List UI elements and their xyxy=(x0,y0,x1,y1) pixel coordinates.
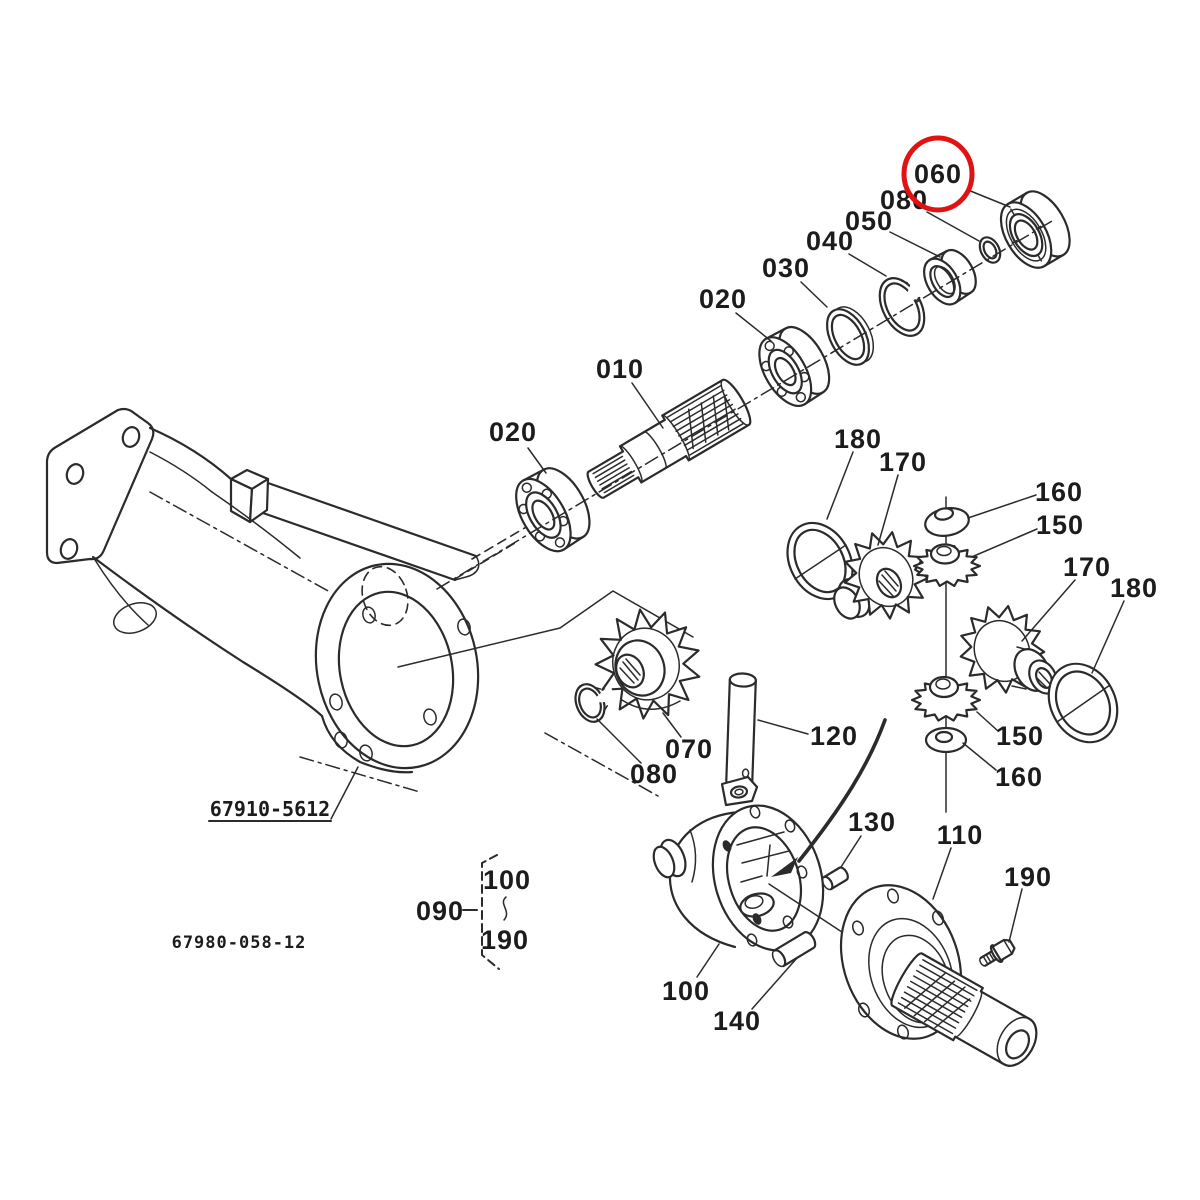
bolt-190-drawing xyxy=(979,938,1016,967)
callout-070: 070 xyxy=(665,734,713,764)
callout-170-left: 170 xyxy=(879,447,927,477)
callout-190: 190 xyxy=(1004,862,1052,892)
side-gear-170-right-drawing xyxy=(959,605,1058,695)
callout-120: 120 xyxy=(810,721,858,751)
case-reference-line xyxy=(768,883,852,939)
pinion-shaft-drawing xyxy=(586,378,752,499)
callout-170-right: 170 xyxy=(1063,552,1111,582)
callout-130: 130 xyxy=(848,807,896,837)
washer-160-top-drawing xyxy=(924,507,970,537)
callout-090: 090 xyxy=(416,896,464,926)
callout-180-right: 180 xyxy=(1110,573,1158,603)
oring-180-right-drawing xyxy=(1047,662,1119,744)
callout-180-left: 180 xyxy=(834,424,882,454)
oring-180-left-drawing xyxy=(786,521,854,601)
callout-110: 110 xyxy=(937,820,984,850)
figure-part-number: 67980-058-12 xyxy=(172,933,307,953)
callout-140: 140 xyxy=(713,1006,761,1036)
callout-050: 050 xyxy=(845,206,893,236)
snap-ring-040-drawing xyxy=(878,264,937,337)
bearing-020-right-drawing xyxy=(758,325,831,407)
bracket-range-end: 190 xyxy=(481,925,529,955)
side-gear-170-left-drawing xyxy=(833,531,930,620)
washer-160-bottom-drawing xyxy=(924,726,968,754)
bearing-020-left-drawing xyxy=(515,467,591,553)
pin-120-drawing xyxy=(725,672,757,789)
spider-gear-150-top-drawing xyxy=(912,543,982,587)
ring-030-drawing xyxy=(825,306,875,366)
callout-040: 040 xyxy=(806,226,854,256)
callout-020-right: 020 xyxy=(699,284,747,314)
bearing-060-drawing xyxy=(999,190,1071,269)
callout-labels: 010 020 020 030 040 050 080 060 070 080 … xyxy=(489,135,1158,1036)
differential-axis-centerline xyxy=(544,732,659,797)
callout-020-left: 020 xyxy=(489,417,537,447)
axle-hub-drawing xyxy=(839,884,1038,1067)
callout-080-left: 080 xyxy=(630,759,678,789)
housing-part-number-leader xyxy=(330,766,359,820)
group-bracket-090: 090 100 190 xyxy=(416,854,531,970)
pinion-axis-centerline xyxy=(436,220,1053,590)
bracket-range-start: 100 xyxy=(483,865,531,895)
assembly-arrow xyxy=(797,718,887,863)
snap-ring-080-left-drawing xyxy=(574,683,616,723)
pin-130-drawing xyxy=(821,866,849,891)
callout-160-top: 160 xyxy=(1035,477,1083,507)
callout-030: 030 xyxy=(762,253,810,283)
housing-part-number: 67910-5612 xyxy=(210,797,330,821)
housing-drawing xyxy=(45,407,529,793)
bracket-squiggle xyxy=(502,896,508,921)
bevel-gear-070-drawing xyxy=(594,608,701,720)
highlight-circle-060 xyxy=(901,135,975,213)
callout-010: 010 xyxy=(596,354,644,384)
callout-100: 100 xyxy=(662,976,710,1006)
bracket-dashed-line xyxy=(481,854,500,970)
leader-lines xyxy=(527,189,1125,1010)
spider-gear-150-bottom-drawing xyxy=(910,675,982,722)
ring-080-top-drawing xyxy=(978,236,1002,264)
assembly-arrowhead xyxy=(771,857,798,877)
housing-front-flange xyxy=(45,407,155,565)
bevel-gear-position-leader xyxy=(397,590,694,668)
callout-080-top: 080 xyxy=(880,185,928,215)
callout-060-highlighted: 060 xyxy=(914,159,962,189)
part-number-annotations: 67910-5612 67980-058-12 xyxy=(172,766,359,953)
pin-140-drawing xyxy=(771,931,817,968)
callout-150-top: 150 xyxy=(1036,510,1084,540)
collar-050-drawing xyxy=(923,248,977,306)
differential-case-drawing xyxy=(652,775,825,952)
callout-150-bottom: 150 xyxy=(996,721,1044,751)
callout-160-bottom: 160 xyxy=(995,762,1043,792)
